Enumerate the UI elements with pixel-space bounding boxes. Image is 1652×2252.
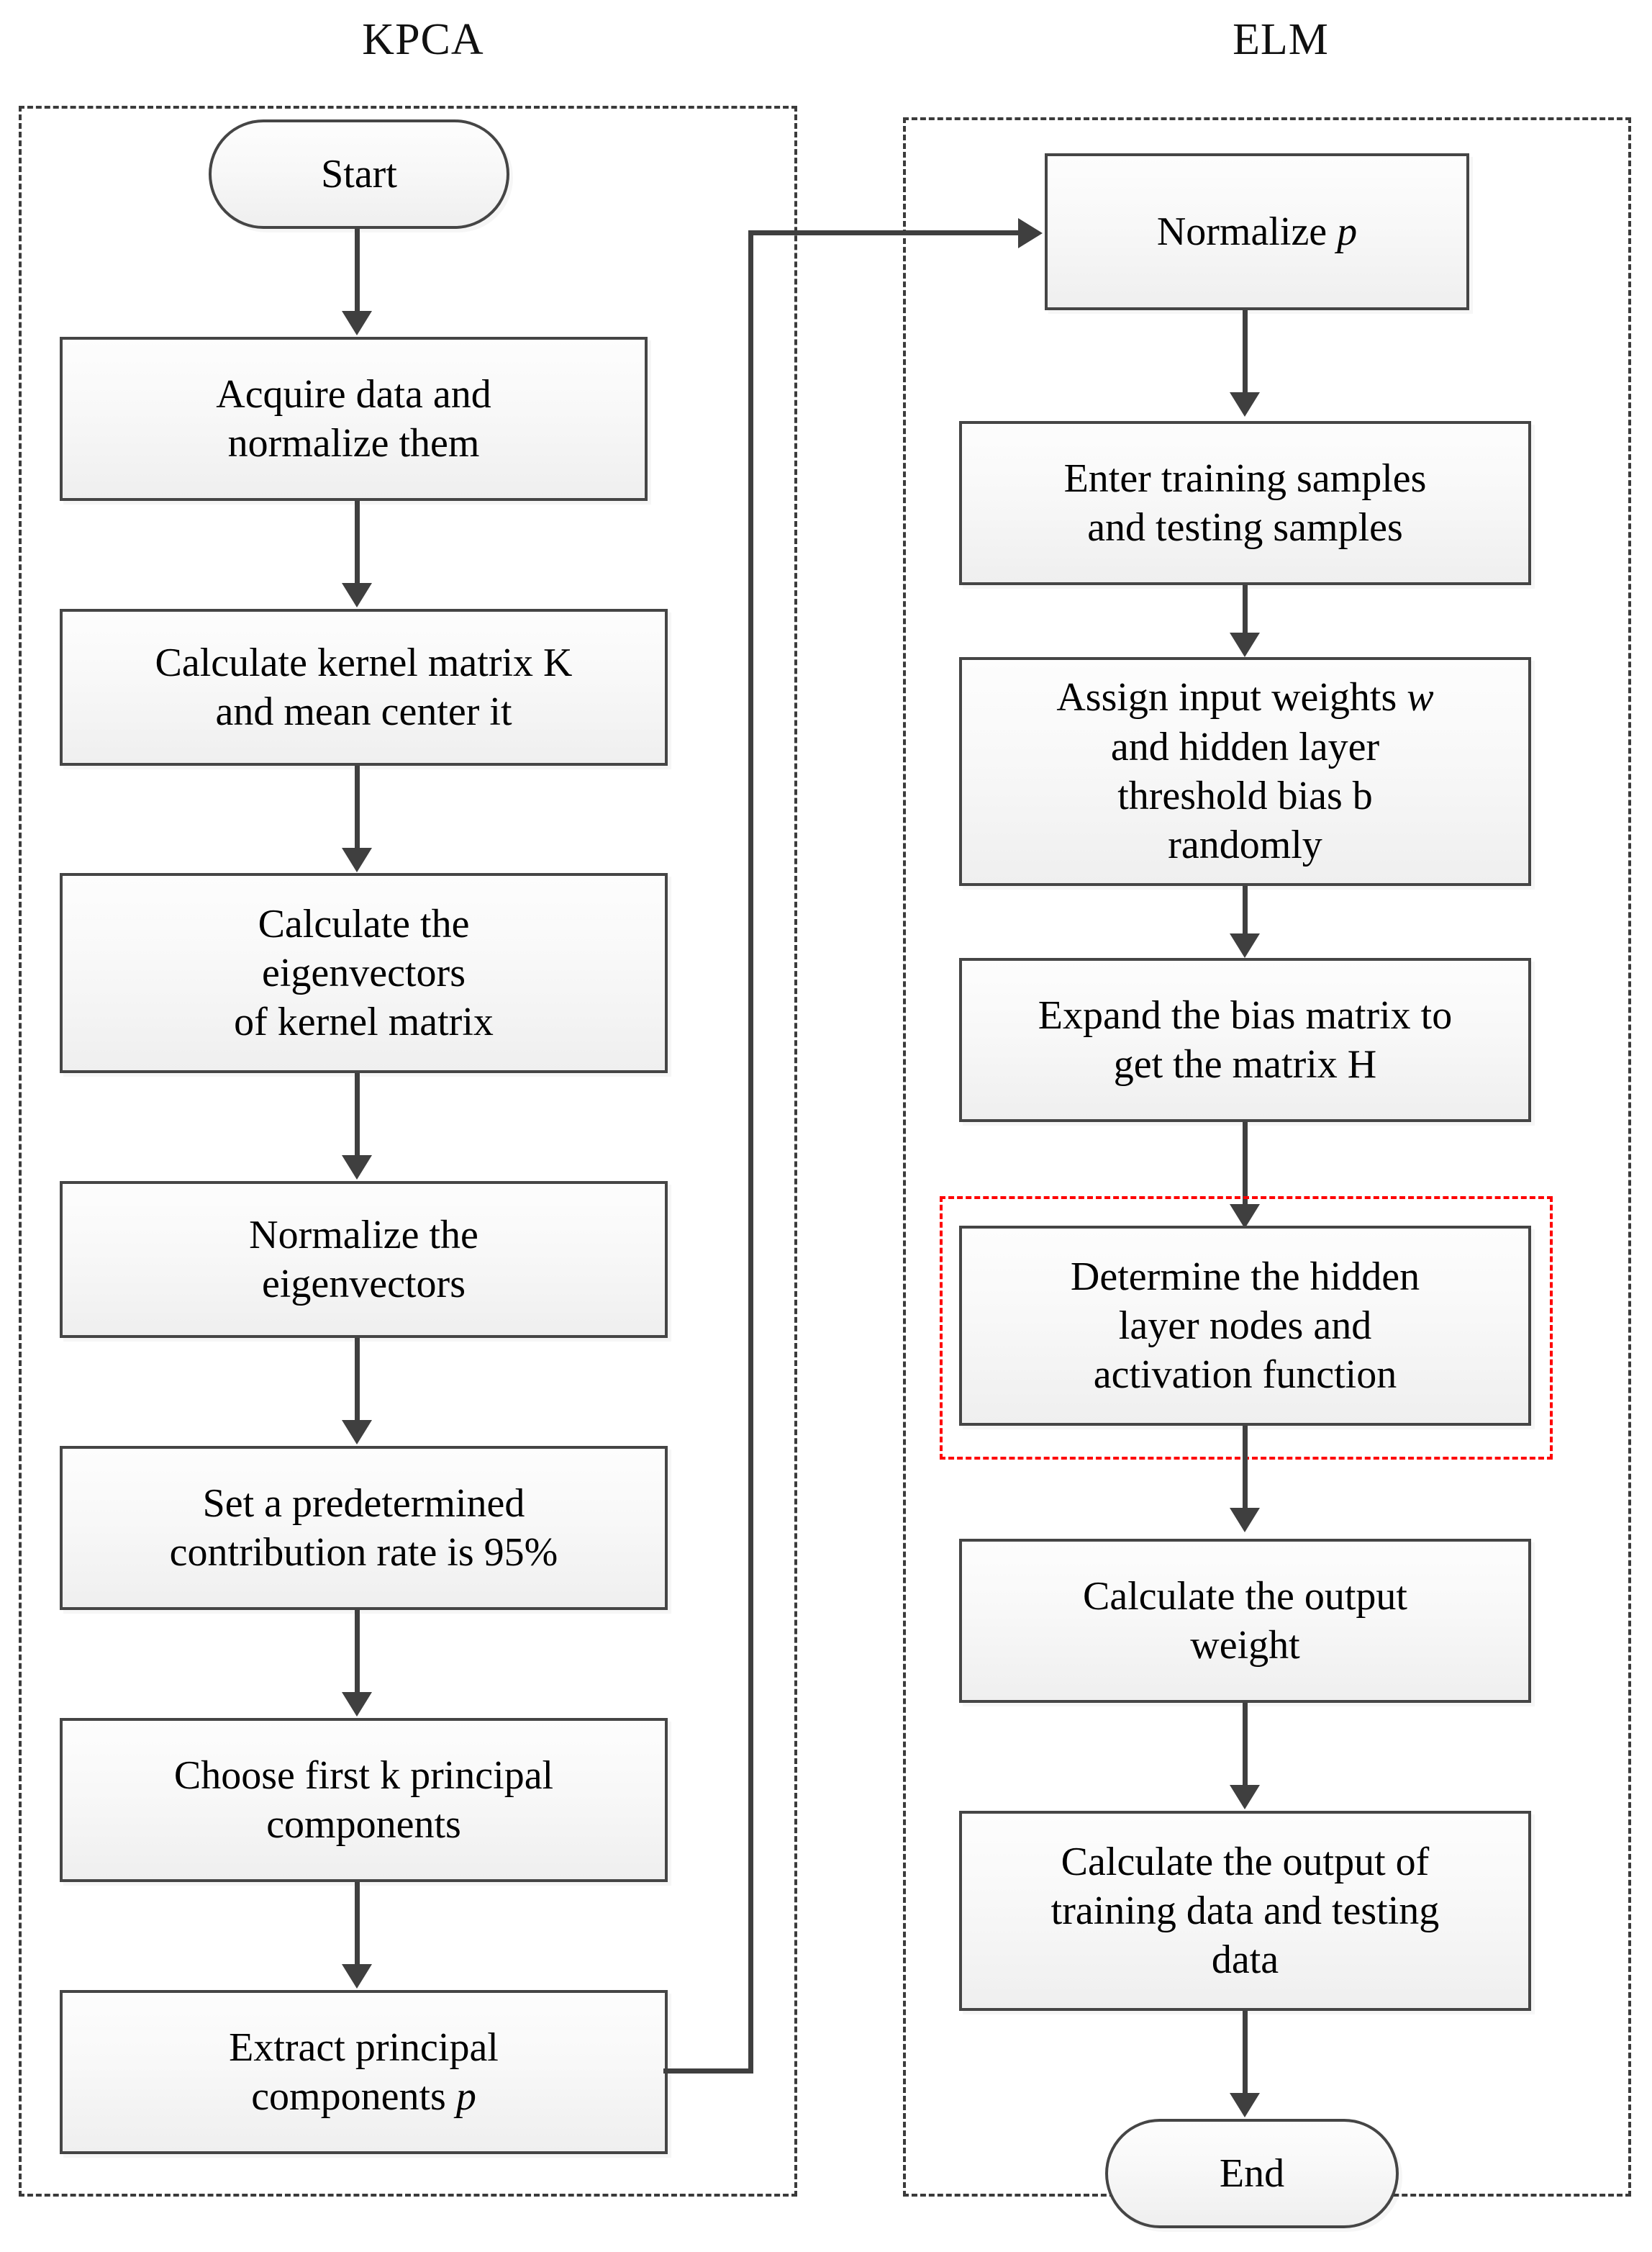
connector-acquire-kernel [355, 501, 360, 586]
connector-into-normalize-p [748, 230, 1022, 235]
elm-column-title: ELM [1233, 15, 1329, 64]
node-start-label: Start [321, 151, 397, 196]
connector-normalizep-entersamples [1243, 310, 1248, 395]
arrowhead-outputdata-end [1230, 2093, 1260, 2117]
arrowhead-acquire-kernel [342, 583, 372, 607]
connector-start-acquire [355, 229, 360, 314]
arrowhead-outputweight-outputdata [1230, 1785, 1260, 1809]
arrowhead-kernel-eigenvectors [342, 848, 372, 872]
arrowhead-into-normalize-p [1018, 218, 1043, 248]
connector-outputdata-end [1243, 2011, 1248, 2096]
connector-eigenvectors-normalize [355, 1073, 360, 1158]
node-end[interactable]: End [1105, 2119, 1399, 2228]
arrowhead-normalizep-entersamples [1230, 392, 1260, 417]
connector-outputweight-outputdata [1243, 1703, 1248, 1788]
connector-entersamples-assign [1243, 585, 1248, 636]
arrowhead-choosek-extract [342, 1964, 372, 1989]
kpca-column-title: KPCA [362, 15, 484, 64]
kpca-group-container [19, 106, 797, 2197]
node-normalize-p-label: Normalize p [1156, 209, 1358, 254]
arrowhead-contribution-choosek [342, 1692, 372, 1717]
arrowhead-determine-outputweight [1230, 1508, 1260, 1532]
node-end-label: End [1219, 2151, 1285, 2196]
connector-assign-expand [1243, 886, 1248, 936]
arrowhead-start-acquire [342, 311, 372, 335]
connector-expand-determine [1243, 1122, 1248, 1207]
arrowhead-normalize-contribution [342, 1420, 372, 1444]
connector-riser [748, 230, 753, 2074]
connector-choosek-extract [355, 1882, 360, 1967]
arrowhead-entersamples-assign [1230, 633, 1260, 657]
arrowhead-assign-expand [1230, 933, 1260, 958]
connector-normalize-contribution [355, 1338, 360, 1423]
node-start[interactable]: Start [209, 119, 509, 229]
connector-extract-right-stub [663, 2068, 753, 2074]
connector-kernel-eigenvectors [355, 766, 360, 851]
node-normalize-p[interactable]: Normalize p [1045, 153, 1469, 310]
connector-determine-outputweight [1243, 1426, 1248, 1511]
arrowhead-expand-determine [1230, 1204, 1260, 1229]
arrowhead-eigenvectors-normalize [342, 1155, 372, 1180]
connector-contribution-choosek [355, 1610, 360, 1695]
